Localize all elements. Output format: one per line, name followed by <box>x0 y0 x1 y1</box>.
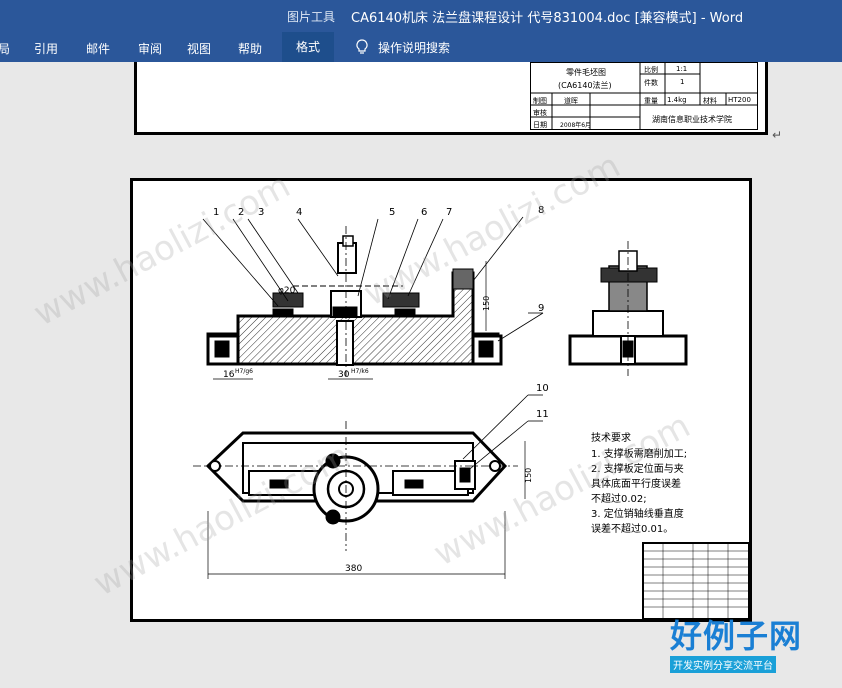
drawing-title-block <box>642 542 750 620</box>
picture-tools-context-label: 图片工具 <box>287 10 336 24</box>
logo-subtitle: 开发实例分享交流平台 <box>670 656 776 673</box>
tab-references[interactable]: 引用 <box>34 42 59 56</box>
weight-value: 1.4kg <box>667 96 687 104</box>
technical-requirements: 技术要求 1. 支撑板需磨削加工; 2. 支撑板定位面与夹 具体底面平行度误差 … <box>591 431 687 535</box>
callout-5: 5 <box>389 207 395 218</box>
fixture-drawing-page[interactable]: 1 2 3 4 5 6 7 8 9 10 11 16 H7/g6 30 H7/k… <box>130 178 752 622</box>
tab-help[interactable]: 帮助 <box>238 42 263 56</box>
callout-numbers: 1 2 3 4 5 6 7 8 9 10 11 <box>213 205 549 420</box>
tech-req-line-1: 1. 支撑板需磨削加工; <box>591 447 687 460</box>
tab-view[interactable]: 视图 <box>187 42 212 56</box>
dimension-lines <box>207 261 526 579</box>
tab-mailings[interactable]: 邮件 <box>86 42 111 56</box>
callout-10: 10 <box>536 383 549 394</box>
callout-4: 4 <box>296 207 302 218</box>
part-name: 零件毛坯图 <box>566 68 606 77</box>
callout-9: 9 <box>538 303 544 314</box>
callout-7: 7 <box>446 207 452 218</box>
front-view <box>206 226 503 376</box>
dim-left: 16 <box>223 370 235 380</box>
callout-6: 6 <box>421 207 427 218</box>
dim-height: 150 <box>482 296 491 311</box>
document-title: CA6140机床 法兰盘课程设计 代号831004.doc [兼容模式] - W… <box>351 11 744 26</box>
school-name: 湖南信息职业技术学院 <box>652 115 732 124</box>
tech-req-line-5: 3. 定位销轴线垂直度 <box>591 507 684 520</box>
paragraph-mark: ↵ <box>772 128 783 142</box>
dimension-texts: 16 H7/g6 30 H7/k6 φ20 150 150 380 <box>223 286 533 574</box>
material-value: HT200 <box>728 96 751 104</box>
callout-1: 1 <box>213 207 219 218</box>
part-model: (CA6140法兰) <box>558 81 612 90</box>
tab-review[interactable]: 审阅 <box>138 42 163 56</box>
title-block-top: 零件毛坯图 (CA6140法兰) 比例 1:1 件数 1 制图 道晖 重量 1.… <box>530 62 758 130</box>
tell-me-search[interactable]: 操作说明搜索 <box>356 38 450 56</box>
weight-label: 重量 <box>644 97 658 105</box>
tech-req-title: 技术要求 <box>591 431 631 444</box>
check-label: 审核 <box>533 109 547 117</box>
qty-label: 件数 <box>644 79 658 87</box>
tech-req-line-6: 误差不超过0.01。 <box>591 522 673 535</box>
side-view <box>568 241 688 376</box>
site-logo: 好例子网 开发实例分享交流平台 <box>670 618 820 673</box>
qty-value: 1 <box>680 78 685 86</box>
top-view <box>193 421 518 551</box>
scale-label: 比例 <box>644 66 658 74</box>
dim-length: 380 <box>345 564 362 574</box>
lightbulb-icon <box>356 39 368 54</box>
draw-name: 道晖 <box>564 97 578 105</box>
tab-format[interactable]: 格式 <box>282 32 335 62</box>
tech-req-line-2: 2. 支撑板定位面与夹 <box>591 462 684 475</box>
dim-width: 150 <box>524 468 533 483</box>
title-bar: 图片工具 CA6140机床 法兰盘课程设计 代号831004.doc [兼容模式… <box>0 0 842 32</box>
draw-label: 制图 <box>533 97 547 105</box>
ribbon-tab-bar: 局 引用 邮件 审阅 视图 帮助 格式 操作说明搜索 <box>0 32 842 62</box>
date-label: 日期 <box>533 121 547 129</box>
scale-value: 1:1 <box>676 65 688 73</box>
leader-lines <box>202 216 544 474</box>
dim-center: 30 <box>338 370 350 380</box>
dim-phi: φ20 <box>278 286 296 296</box>
fixture-assembly-drawing: 1 2 3 4 5 6 7 8 9 10 11 16 H7/g6 30 H7/k… <box>193 205 750 620</box>
search-label: 操作说明搜索 <box>378 40 451 55</box>
tech-req-line-4: 不超过0.02; <box>591 492 647 505</box>
tab-layout[interactable]: 局 <box>0 42 11 56</box>
date-value: 2008年6月 <box>560 122 592 129</box>
dim-center-tolerance: H7/k6 <box>351 368 369 375</box>
tech-req-line-3: 具体底面平行度误差 <box>591 477 681 490</box>
title-block-grid <box>530 62 758 130</box>
callout-11: 11 <box>536 409 549 420</box>
material-label: 材料 <box>703 97 717 105</box>
callout-8: 8 <box>538 205 544 216</box>
callout-2: 2 <box>238 207 244 218</box>
logo-main-text: 好例子网 <box>670 617 803 655</box>
callout-3: 3 <box>258 207 264 218</box>
dim-left-tolerance: H7/g6 <box>235 368 253 375</box>
